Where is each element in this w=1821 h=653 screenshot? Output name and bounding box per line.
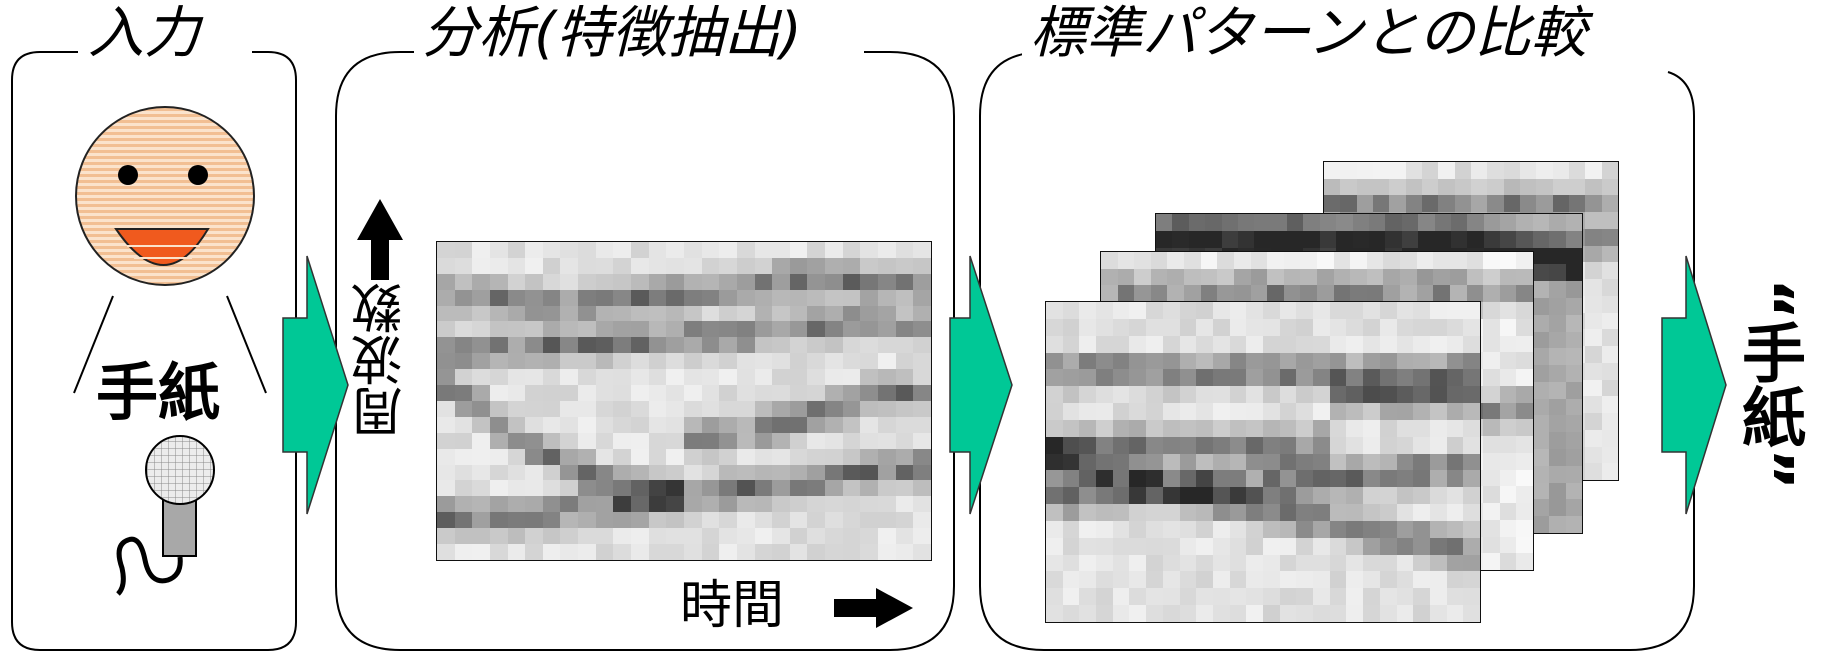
compare-panel-frame [979, 51, 1695, 651]
flow-arrow-icon [949, 255, 1013, 515]
speech-line-left [73, 295, 114, 394]
spoken-word-label: 手紙 [96, 356, 221, 429]
time-axis-label: 時間 [680, 576, 785, 636]
axis-arrow-icon [834, 588, 913, 628]
smiley-face-icon [75, 106, 255, 286]
flow-arrow-icon [1661, 255, 1727, 515]
axis-arrow-icon [357, 199, 403, 280]
compare-stage-title: 標準パターンとの比較 [1022, 6, 1595, 62]
microphone-icon [116, 435, 215, 596]
input-panel-frame [11, 51, 297, 651]
template-spectrogram [1045, 301, 1481, 623]
recognition-result-label: “手紙” [1731, 278, 1805, 491]
input-stage-title: 入力 [80, 6, 208, 62]
input-spectrogram [436, 241, 932, 561]
analysis-stage-title: 分析(特徴抽出) [414, 6, 810, 62]
frequency-axis-label: 周波数 [352, 282, 412, 438]
flow-arrow-icon [282, 255, 349, 515]
analysis-panel-frame [335, 51, 955, 651]
speech-line-right [226, 295, 267, 394]
